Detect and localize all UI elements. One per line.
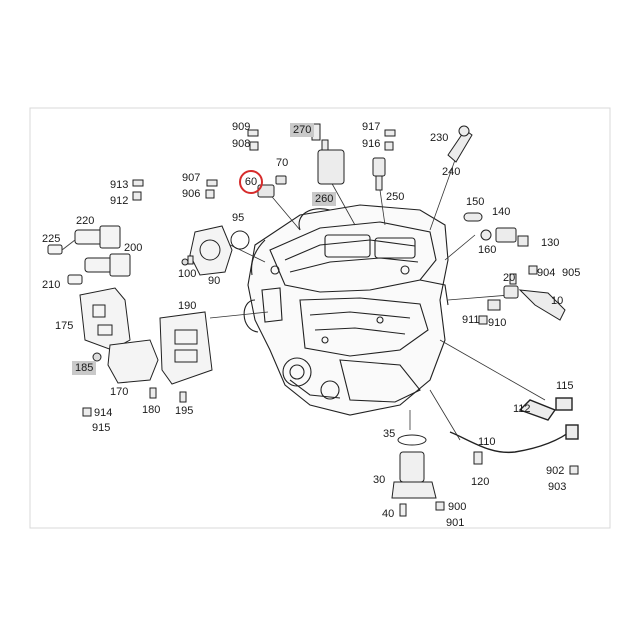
callout-906[interactable]: 906 [182,188,201,200]
callout-160[interactable]: 160 [478,244,497,256]
callout-35[interactable]: 35 [383,428,396,440]
callout-180[interactable]: 180 [142,404,161,416]
callout-916[interactable]: 916 [362,138,381,150]
callout-910[interactable]: 910 [488,317,507,329]
callout-100[interactable]: 100 [178,268,197,280]
callout-130[interactable]: 130 [541,237,560,249]
callout-30[interactable]: 30 [373,474,386,486]
callout-901[interactable]: 901 [446,517,465,529]
callout-220[interactable]: 220 [76,215,95,227]
module-260 [317,139,345,185]
callout-270[interactable]: 270 [290,123,315,137]
hose-110 [449,397,579,454]
callout-240[interactable]: 240 [442,166,461,178]
callout-911[interactable]: 911 [462,314,480,326]
fastener-glyphs [82,123,579,511]
callout-225[interactable]: 225 [42,233,61,245]
callout-908[interactable]: 908 [232,138,251,150]
callout-110[interactable]: 110 [478,436,496,448]
callout-90[interactable]: 90 [208,275,221,287]
callout-150[interactable]: 150 [466,196,485,208]
bracket-170 [92,339,159,384]
callout-260[interactable]: 260 [312,192,337,206]
callout-20[interactable]: 20 [503,272,516,284]
callout-210[interactable]: 210 [42,279,61,291]
callout-70[interactable]: 70 [276,157,289,169]
callout-250[interactable]: 250 [386,191,405,203]
engine-block [243,204,449,416]
callout-185[interactable]: 185 [72,361,97,375]
callout-175[interactable]: 175 [55,320,74,332]
sensor-250 [372,157,386,191]
bracket-175 [79,287,131,351]
sensor-60 [257,175,287,198]
callout-120[interactable]: 120 [471,476,490,488]
callout-200[interactable]: 200 [124,242,143,254]
callout-230[interactable]: 230 [430,132,449,144]
callout-917[interactable]: 917 [362,121,381,133]
callout-140[interactable]: 140 [492,206,511,218]
diagram-frame [29,107,611,529]
callout-914[interactable]: 914 [94,407,113,419]
callout-10[interactable]: 10 [551,295,564,307]
filter-30 [391,434,437,517]
right-parts [463,212,566,321]
callout-903[interactable]: 903 [548,481,567,493]
callout-95[interactable]: 95 [232,212,245,224]
sensor-230 [447,125,473,163]
callout-904[interactable]: 904 [537,267,556,279]
callout-40[interactable]: 40 [382,508,395,520]
pump-90 [181,225,250,276]
callout-115[interactable]: 115 [556,380,574,392]
callout-190[interactable]: 190 [178,300,197,312]
callout-909[interactable]: 909 [232,121,251,133]
injector-parts [47,225,131,285]
callout-900[interactable]: 900 [448,501,467,513]
callout-913[interactable]: 913 [110,179,129,191]
plate-190 [159,311,213,385]
callout-112[interactable]: 112 [513,403,531,415]
callout-905[interactable]: 905 [562,267,581,279]
callout-912[interactable]: 912 [110,195,129,207]
callout-902[interactable]: 902 [546,465,565,477]
callout-195[interactable]: 195 [175,405,194,417]
callout-60[interactable]: 60 [239,170,263,194]
callout-907[interactable]: 907 [182,172,201,184]
callout-170[interactable]: 170 [110,386,129,398]
callout-915[interactable]: 915 [92,422,111,434]
